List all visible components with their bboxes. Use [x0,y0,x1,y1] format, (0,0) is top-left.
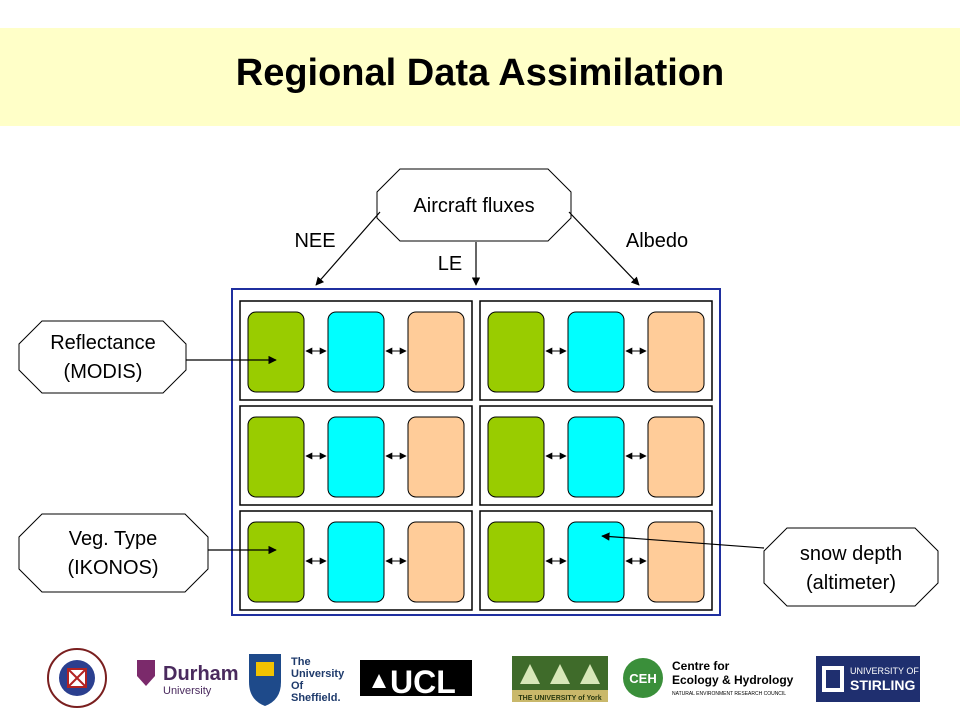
assimilation-diagram: Aircraft fluxes NEE LE Albedo Reflectanc… [18,168,939,616]
vegetation-box [247,521,305,603]
vegetation-box [487,521,545,603]
veg-type-label: Veg. Type [69,528,158,550]
svg-text:STIRLING: STIRLING [850,677,915,693]
snow-depth-source-label: (altimeter) [806,572,896,594]
stirling-logo: UNIVERSITY OF STIRLING [816,656,920,702]
svg-text:University: University [291,668,345,680]
title-band [0,28,960,126]
svg-text:Ecology & Hydrology: Ecology & Hydrology [672,673,794,687]
ucl-logo: UCL [360,660,472,700]
vegetation-box [487,416,545,498]
snow-box [407,521,465,603]
hydrology-box [327,416,385,498]
svg-text:Centre for: Centre for [672,659,730,673]
hydrology-box [327,521,385,603]
reflectance-source-label: (MODIS) [64,361,143,383]
aircraft-fluxes-box [376,168,572,242]
veg-type-box [18,513,209,593]
svg-text:The: The [291,656,311,668]
snow-box [407,311,465,393]
durham-logo: Durham University [137,660,239,697]
reflectance-label: Reflectance [50,332,156,354]
veg-type-source-label: (IKONOS) [67,557,158,579]
le-label: LE [438,253,462,275]
svg-text:NATURAL ENVIRONMENT RESEARCH C: NATURAL ENVIRONMENT RESEARCH COUNCIL [672,691,786,697]
vegetation-box [247,416,305,498]
snow-box [647,521,705,603]
hydrology-box [327,311,385,393]
snow-depth-label: snow depth [800,543,902,565]
hydrology-box [567,311,625,393]
model-grid [239,300,713,611]
aircraft-fluxes-label: Aircraft fluxes [413,195,534,217]
edinburgh-logo [47,648,107,708]
nee-label: NEE [294,230,335,252]
svg-text:UCL: UCL [390,664,456,700]
svg-text:THE UNIVERSITY of York: THE UNIVERSITY of York [518,695,601,702]
svg-text:Durham: Durham [163,663,239,685]
hydrology-box [567,416,625,498]
ceh-logo: CEH Centre for Ecology & Hydrology NATUR… [623,658,794,698]
albedo-label: Albedo [626,230,688,252]
snow-box [647,416,705,498]
vegetation-box [247,311,305,393]
vegetation-box [487,311,545,393]
svg-text:CEH: CEH [629,671,656,686]
snow-box [407,416,465,498]
svg-text:University: University [163,685,212,697]
page-title: Regional Data Assimilation [235,52,725,94]
snow-box [647,311,705,393]
sheffield-logo: The University Of Sheffield. [249,654,345,706]
nee-arrow [315,211,381,286]
svg-text:Sheffield.: Sheffield. [291,692,341,704]
svg-text:UNIVERSITY OF: UNIVERSITY OF [850,666,919,676]
albedo-arrow [568,211,640,286]
svg-text:Of: Of [291,680,304,692]
york-logo: THE UNIVERSITY of York [512,656,608,702]
hydrology-box [567,521,625,603]
snow-depth-box [763,527,939,607]
partner-logos: Durham University The University Of Shef… [47,648,920,708]
snow-depth-arrow [601,532,765,549]
reflectance-box [18,320,187,394]
